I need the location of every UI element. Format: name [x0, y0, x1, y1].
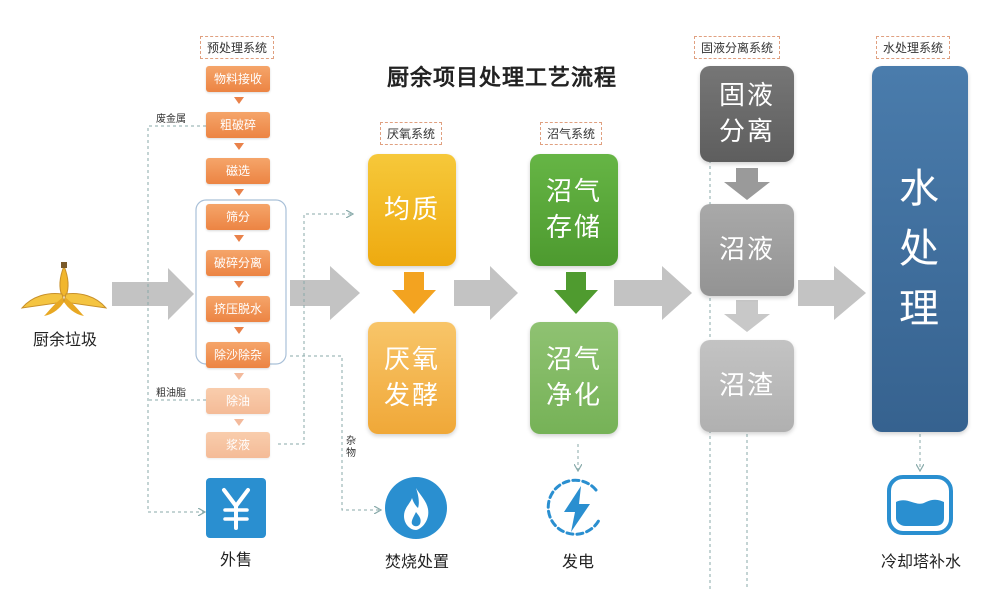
connector-impurities [290, 355, 380, 510]
connector-scrap-metal [147, 125, 206, 512]
page-title: 厨余项目处理工艺流程 [386, 66, 617, 91]
connector-slurry [278, 214, 352, 445]
mini-arrow-1 [234, 97, 244, 104]
pre-step-slurry: 浆液 [206, 432, 270, 458]
main-flow-arrows [112, 266, 866, 320]
pre-step-sand-impurity-removal: 除沙除杂 [206, 342, 270, 368]
label-solid-liquid-system: 固液分离系统 [694, 36, 781, 59]
label-biogas-system: 沼气系统 [540, 122, 603, 145]
mini-arrow-3 [234, 189, 244, 196]
flame-icon [385, 477, 447, 539]
pre-step-press-dewatering: 挤压脱水 [206, 296, 270, 322]
output-power-label: 发电 [561, 552, 594, 571]
input-label: 厨余垃圾 [32, 330, 97, 349]
flow-arrow-input [112, 268, 194, 320]
note-impurities: 杂物 [346, 436, 356, 459]
output-cooling-label: 冷却塔补水 [880, 552, 961, 571]
box-solid-liquid-separation: 固液 分离 [700, 66, 794, 162]
down-arrow-anaerobic [392, 272, 436, 314]
down-arrow-sep-2 [724, 300, 770, 332]
yuan-icon [206, 478, 266, 538]
flow-arrow-separation [798, 266, 866, 320]
box-biogas-purification: 沼气 净化 [530, 322, 618, 434]
flow-arrow-anaerobic [454, 266, 518, 320]
box-biogas-slurry: 沼液 [700, 204, 794, 296]
mini-arrow-7 [234, 373, 244, 380]
label-water-system: 水处理系统 [876, 36, 951, 59]
pre-step-screening: 筛分 [206, 204, 270, 230]
label-pretreatment-system: 预处理系统 [200, 36, 275, 59]
pre-step-magnetic-separation: 磁选 [206, 158, 270, 184]
water-tank-icon [887, 475, 953, 535]
pre-step-coarse-crushing: 粗破碎 [206, 112, 270, 138]
note-crude-oil: 粗油脂 [156, 388, 186, 399]
box-homogenization: 均质 [368, 154, 456, 266]
box-biogas-residue: 沼渣 [700, 340, 794, 432]
output-incineration-label: 焚烧处置 [384, 552, 449, 571]
mini-arrow-4 [234, 235, 244, 242]
down-arrow-sep-1 [724, 168, 770, 200]
mini-arrow-2 [234, 143, 244, 150]
output-sale-label: 外售 [219, 550, 252, 569]
label-anaerobic-system: 厌氧系统 [380, 122, 443, 145]
down-arrow-biogas [554, 272, 598, 314]
note-scrap-metal: 废金属 [156, 114, 186, 125]
flow-arrow-biogas [614, 266, 692, 320]
pre-step-material-receiving: 物料接收 [206, 66, 270, 92]
mini-arrow-6 [234, 327, 244, 334]
box-biogas-storage: 沼气 存储 [530, 154, 618, 266]
mini-arrow-5 [234, 281, 244, 288]
pre-step-crush-separation: 破碎分离 [206, 250, 270, 276]
pre-step-oil-removal: 除油 [206, 388, 270, 414]
banana-peel-icon [20, 262, 108, 316]
mini-arrow-8 [234, 419, 244, 426]
flow-arrow-pretreat [290, 266, 360, 320]
box-water-treatment: 水 处 理 [872, 66, 968, 432]
box-anaerobic-fermentation: 厌氧 发酵 [368, 322, 456, 434]
lightning-icon [546, 478, 602, 536]
